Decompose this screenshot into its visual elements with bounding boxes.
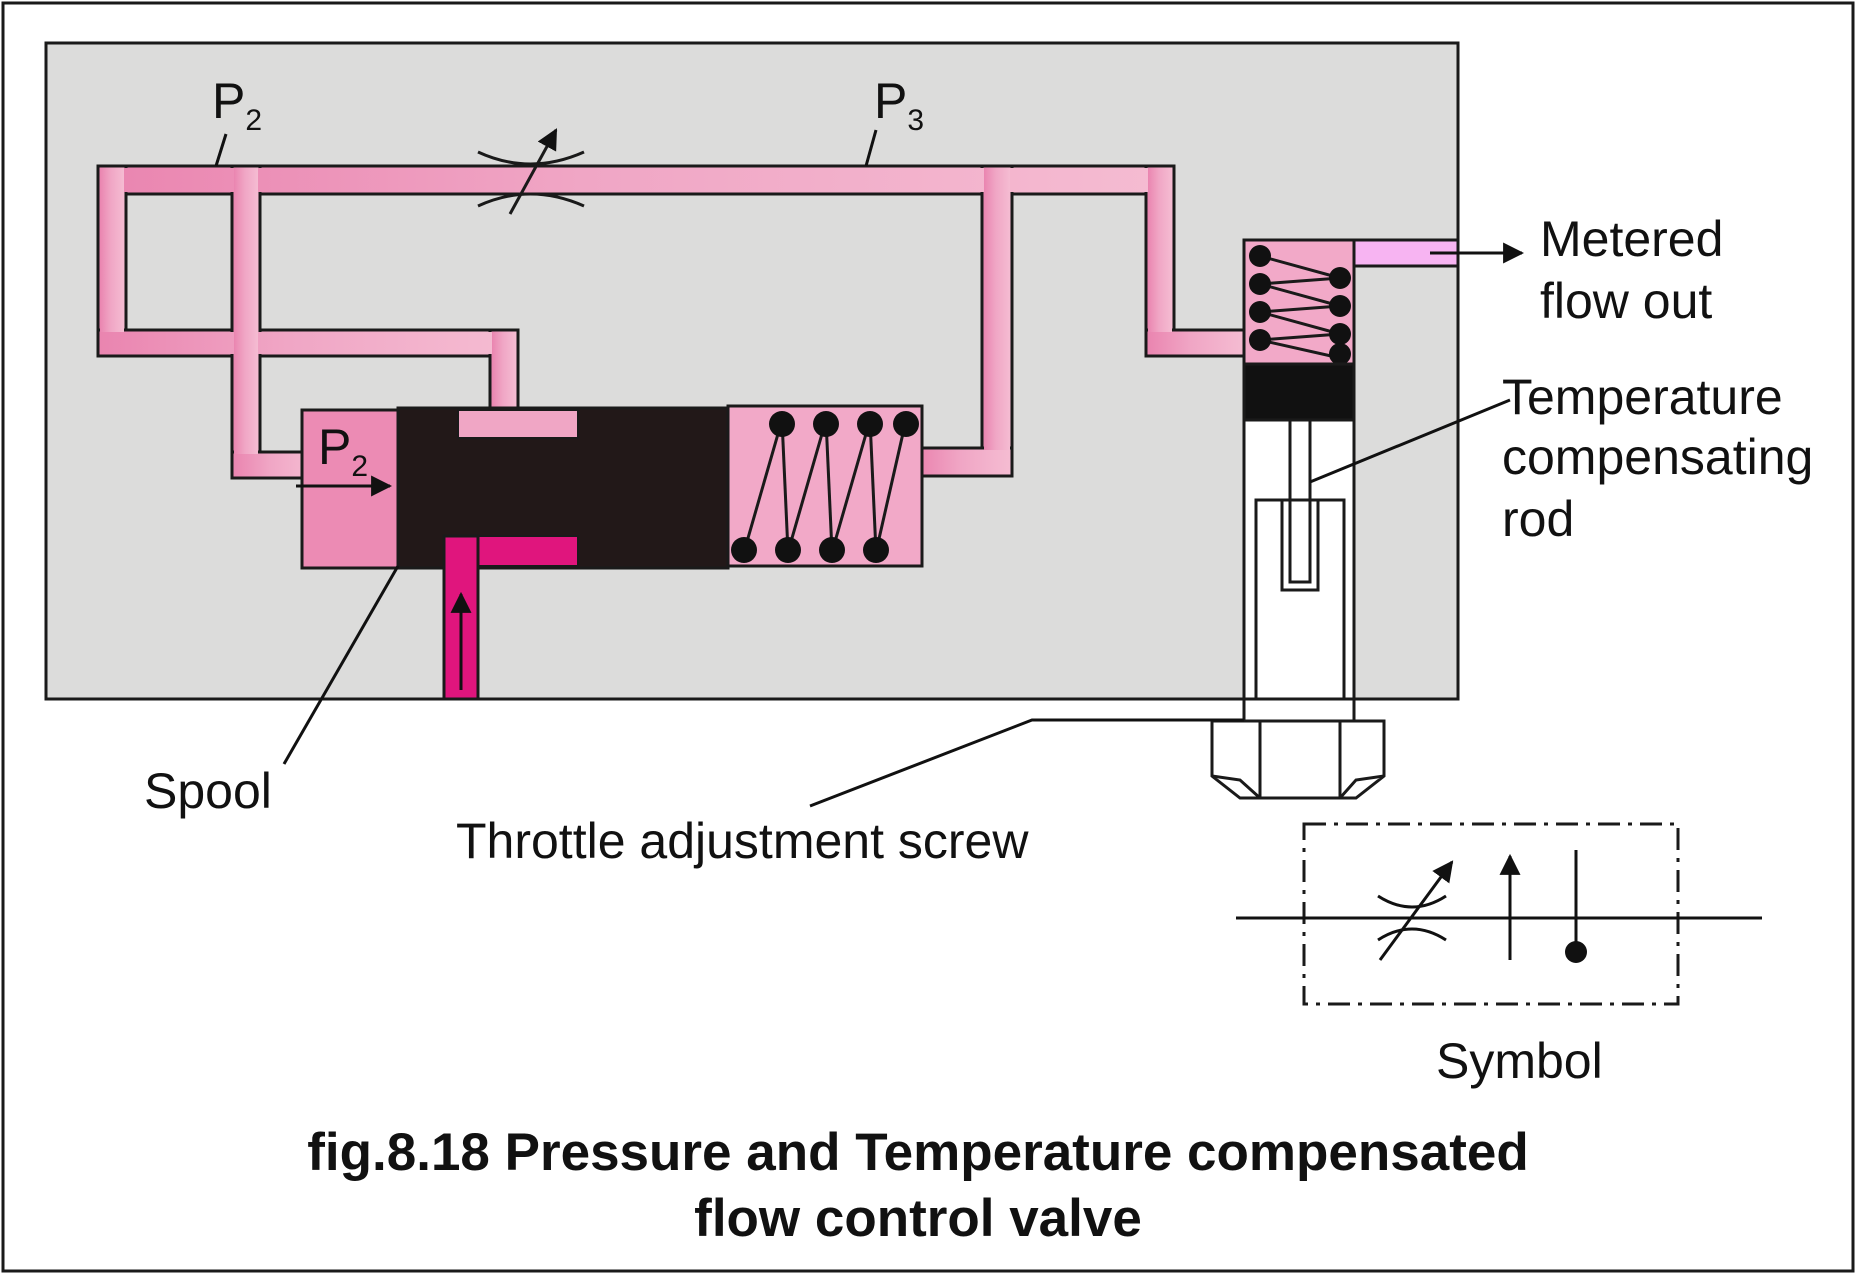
label-symbol: Symbol <box>1436 1033 1603 1089</box>
spool-spring <box>726 404 924 568</box>
hydraulic-symbol <box>1236 822 1762 1006</box>
label-temperature-rod-line2: compensating <box>1502 429 1813 485</box>
label-temperature-rod-line1: Temperature <box>1502 369 1783 425</box>
label-metered-flow-line1: Metered <box>1540 211 1723 267</box>
caption-line2: flow control valve <box>694 1189 1142 1248</box>
temperature-compensator <box>1242 362 1356 701</box>
leader-lines <box>214 129 1511 808</box>
label-throttle-screw: Throttle adjustment screw <box>456 813 1029 869</box>
label-p3-top: P3 <box>874 73 924 137</box>
label-p2-chamber: P2 <box>318 419 368 483</box>
caption-line1: fig.8.18 Pressure and Temperature compen… <box>307 1123 1528 1182</box>
label-temperature-rod-line3: rod <box>1502 491 1574 547</box>
label-spool: Spool <box>144 763 272 819</box>
throttle-adjustment-screw <box>1210 697 1386 800</box>
throttle-restriction <box>477 128 585 215</box>
label-p2-top: P2 <box>212 73 262 137</box>
valve-body <box>44 41 1460 701</box>
compensator-spring <box>1242 238 1356 366</box>
label-metered-flow-line2: flow out <box>1540 273 1712 329</box>
